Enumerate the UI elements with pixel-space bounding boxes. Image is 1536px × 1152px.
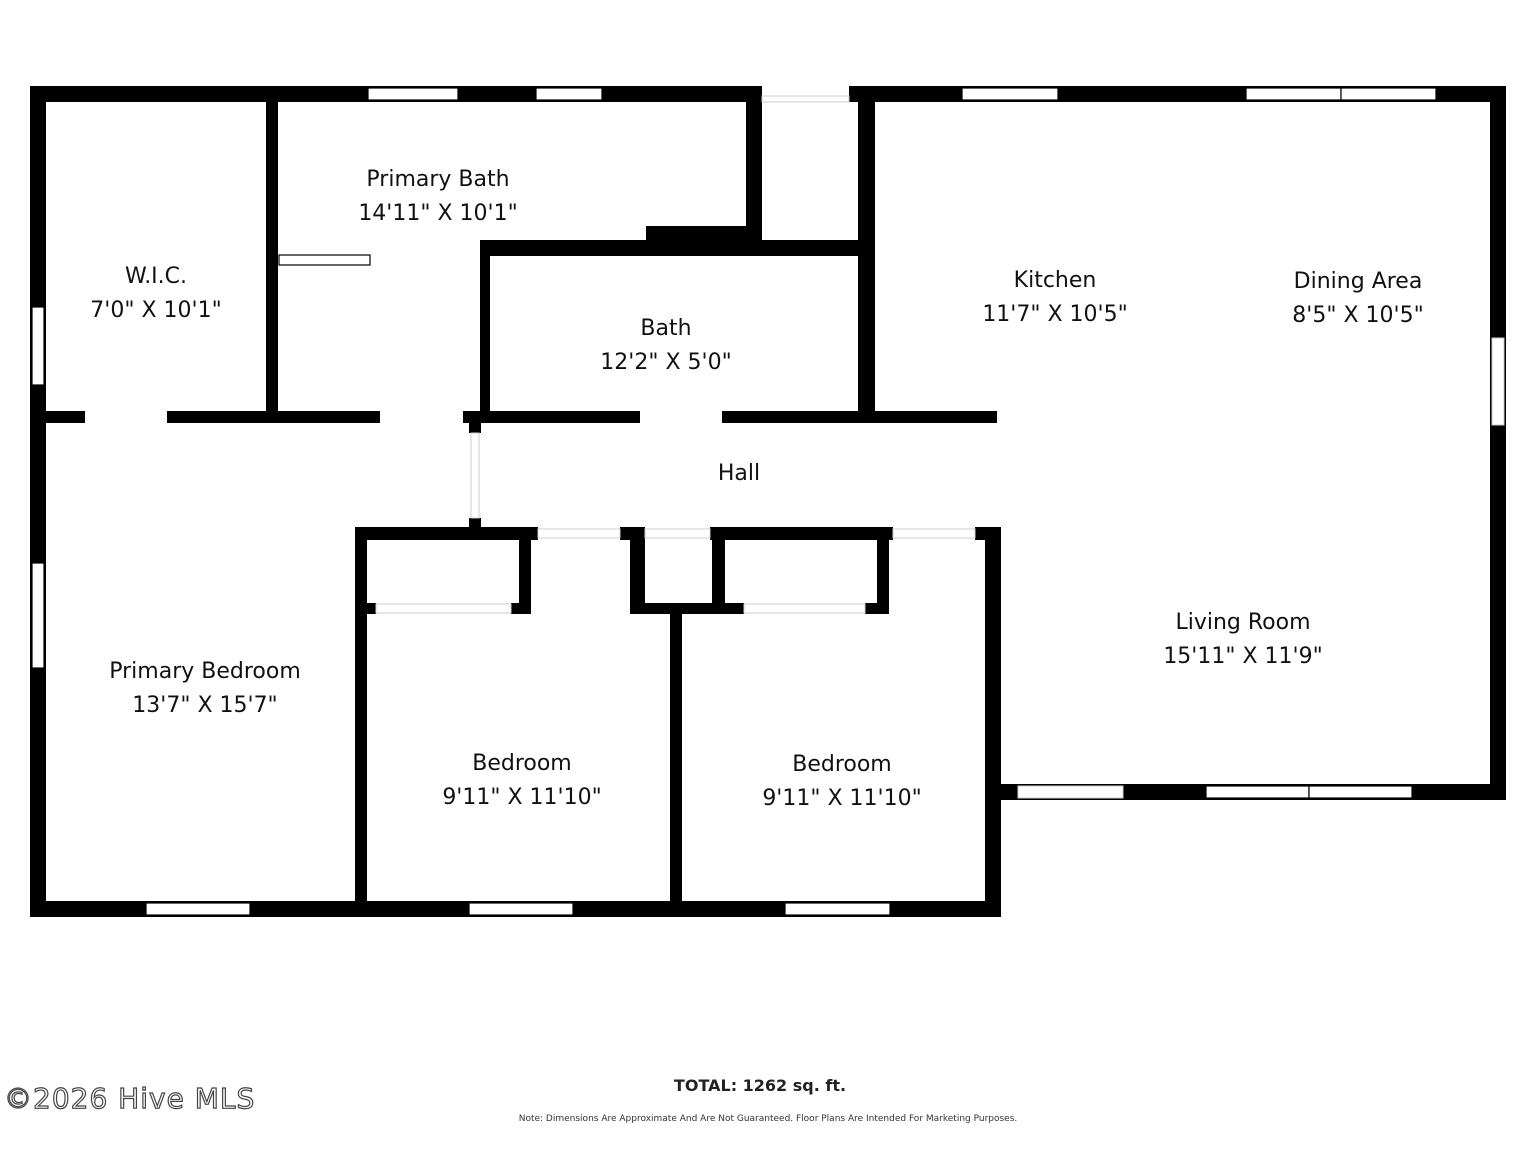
room-living-room: Living Room 15'11" X 11'9" <box>1163 606 1322 674</box>
room-dims: 9'11" X 11'10" <box>442 785 602 810</box>
room-bedroom-1: Bedroom 9'11" X 11'10" <box>442 747 601 815</box>
copyright-watermark: ©2026 Hive MLS <box>3 1081 256 1115</box>
room-name: W.I.C. <box>124 264 188 289</box>
room-bath: Bath 12'2" X 5'0" <box>600 312 731 380</box>
windows <box>31 87 1437 916</box>
room-name: Kitchen <box>1013 268 1097 293</box>
room-hall: Hall <box>718 457 760 491</box>
room-dims: 15'11" X 11'9" <box>1163 644 1323 669</box>
room-dims: 11'7" X 10'5" <box>982 302 1128 327</box>
room-kitchen: Kitchen 11'7" X 10'5" <box>982 264 1127 332</box>
room-primary-bath: Primary Bath 14'11" X 10'1" <box>358 163 517 231</box>
room-name: Hall <box>717 461 761 486</box>
openings <box>375 95 1505 799</box>
room-dims: 8'5" X 10'5" <box>1292 303 1424 328</box>
room-name: Primary Bath <box>366 167 510 192</box>
room-name: Bedroom <box>472 751 572 776</box>
room-dims: 7'0" X 10'1" <box>90 298 222 323</box>
room-name: Dining Area <box>1293 269 1423 294</box>
room-name: Bedroom <box>792 752 892 777</box>
total-area: TOTAL: 1262 sq. ft. <box>673 1076 847 1095</box>
room-name: Bath <box>640 316 692 341</box>
room-dims: 13'7" X 15'7" <box>132 693 278 718</box>
room-name: Living Room <box>1175 610 1311 635</box>
room-dims: 12'2" X 5'0" <box>600 350 732 375</box>
room-primary-bedroom: Primary Bedroom 13'7" X 15'7" <box>109 655 301 723</box>
disclaimer-note: Note: Dimensions Are Approximate And Are… <box>518 1114 1018 1124</box>
room-wic: W.I.C. 7'0" X 10'1" <box>90 260 221 328</box>
room-bedroom-2: Bedroom 9'11" X 11'10" <box>762 748 921 816</box>
room-dims: 14'11" X 10'1" <box>358 201 518 226</box>
room-name: Primary Bedroom <box>109 659 301 684</box>
room-dining-area: Dining Area 8'5" X 10'5" <box>1292 265 1423 333</box>
room-dims: 9'11" X 11'10" <box>762 786 922 811</box>
